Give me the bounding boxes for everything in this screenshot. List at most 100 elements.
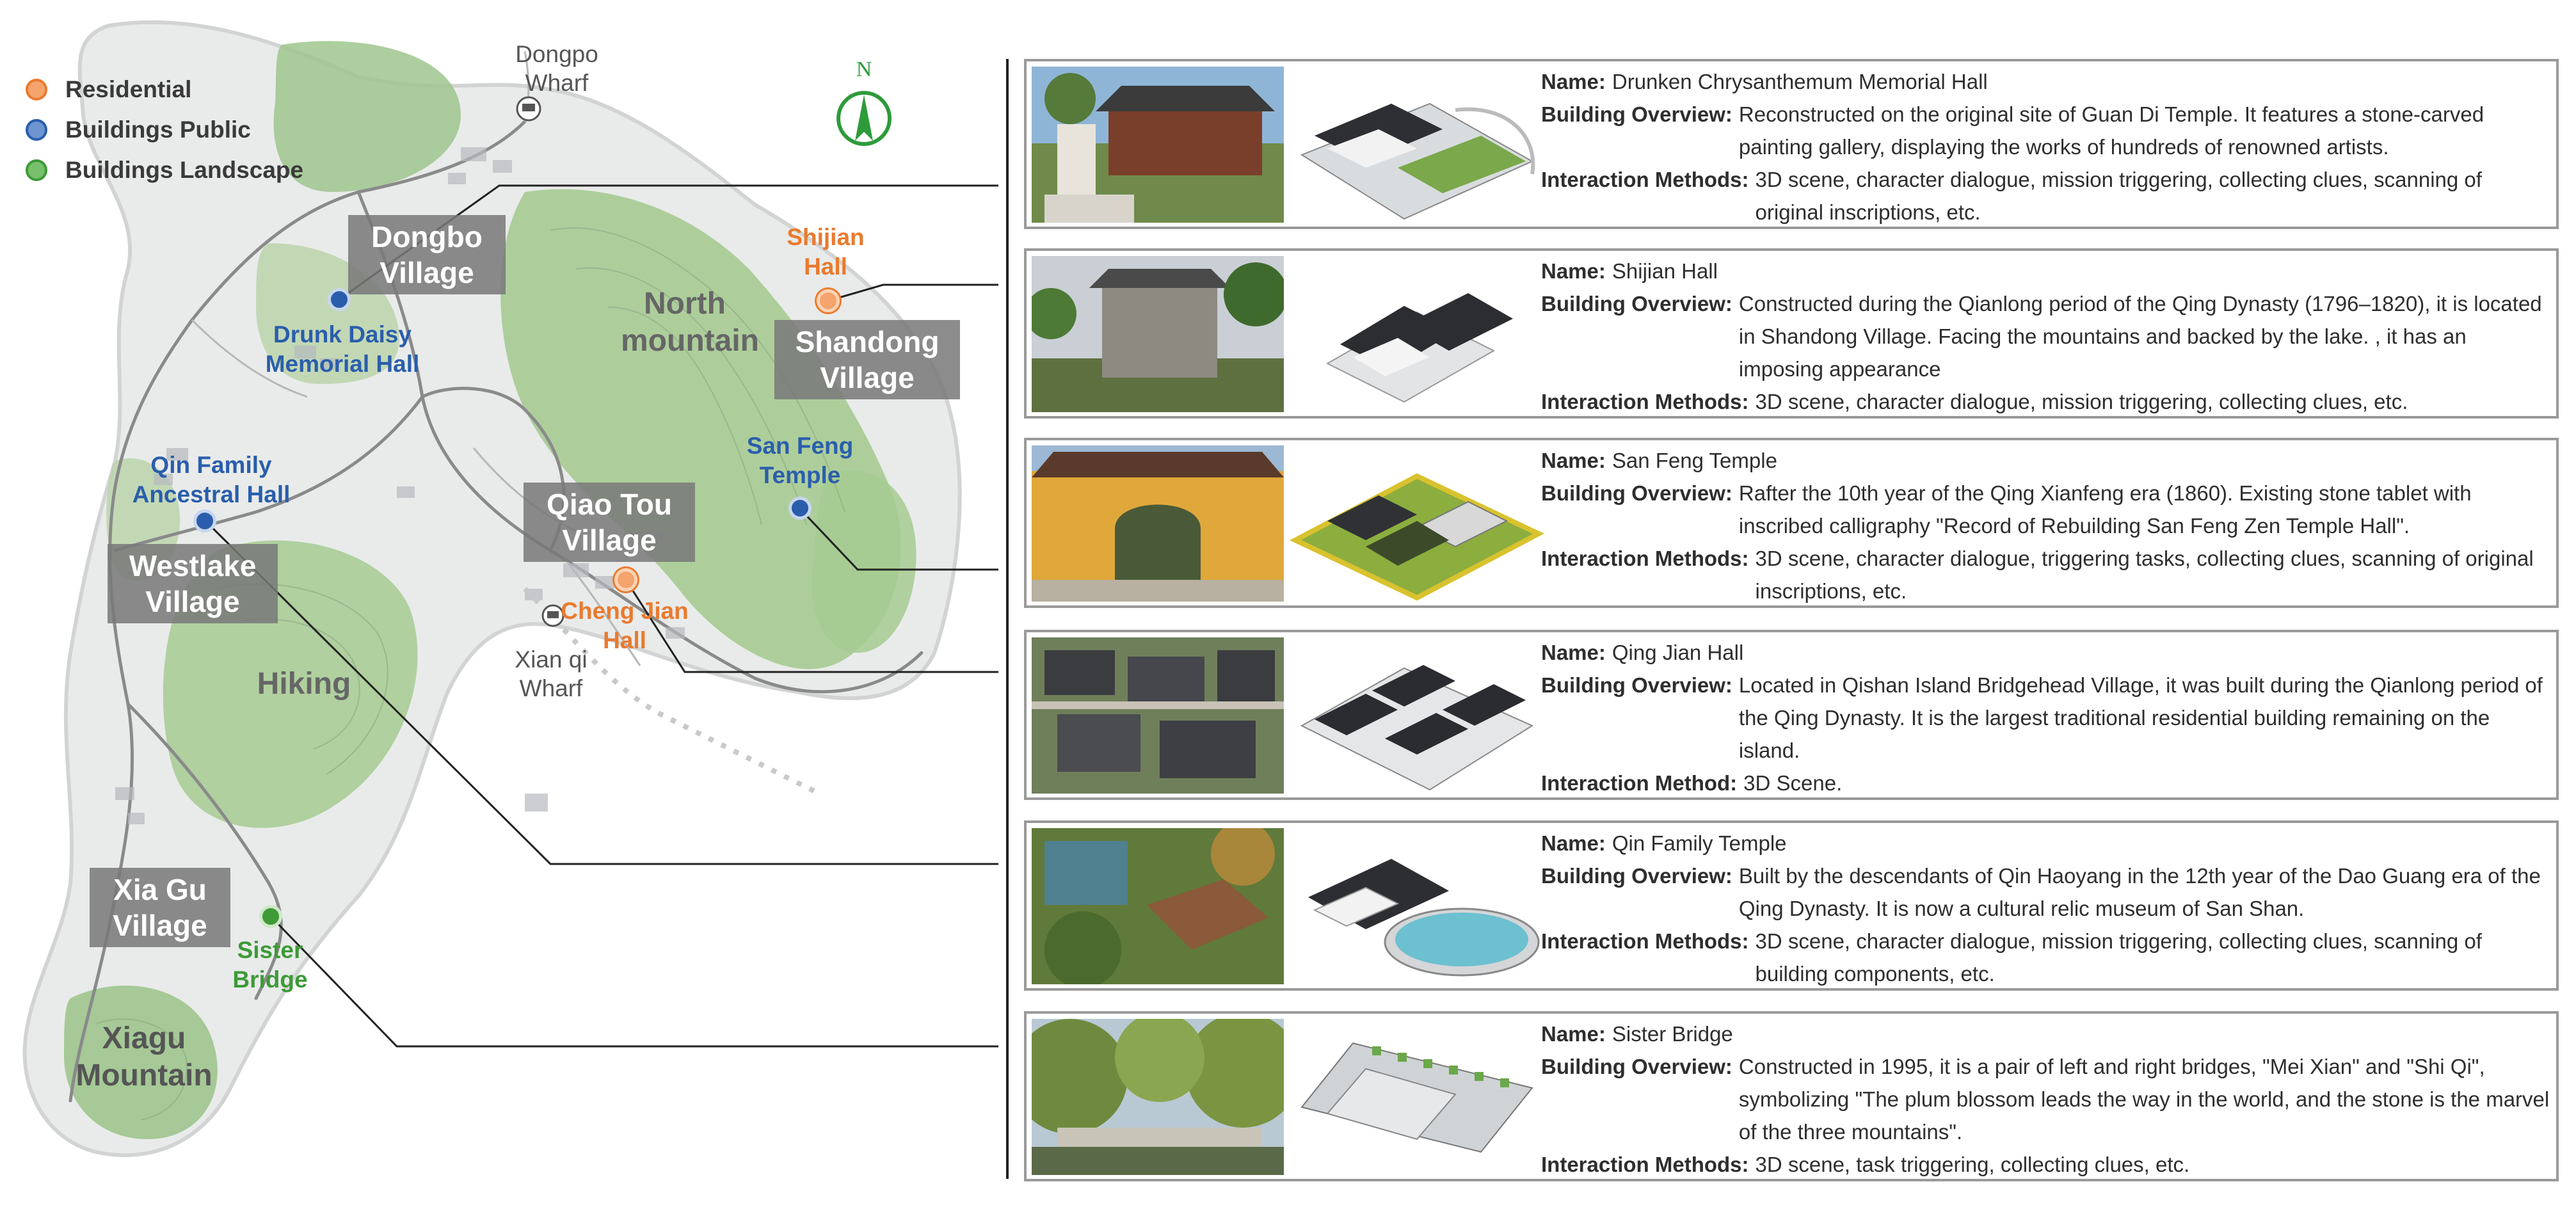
interaction-methods: 3D scene, task triggering, collecting cl… xyxy=(1755,1153,2190,1176)
connector-2 xyxy=(828,284,998,302)
building-info: Name:Sister Bridge Building Overview: Con… xyxy=(1541,1018,2552,1181)
legend-label: Residential xyxy=(65,76,192,102)
building-name: Sister Bridge xyxy=(1612,1022,1733,1046)
building-card-shijian: Name:Shijian Hall Building Overview:Cons… xyxy=(1024,248,2559,419)
residential-dot-icon xyxy=(26,78,47,100)
overview-label: Building Overview: xyxy=(1541,102,1732,126)
interaction-label: Interaction Methods: xyxy=(1541,168,1749,191)
village-label-westlake: Westlake Village xyxy=(108,544,278,623)
interaction-label: Interaction Methods: xyxy=(1541,390,1749,413)
name-label: Name: xyxy=(1541,641,1606,664)
building-3d-render xyxy=(1289,444,1545,603)
hill-right-lobe xyxy=(812,470,916,653)
interaction-methods: 3D scene, character dialogue, mission tr… xyxy=(1755,929,2482,986)
building-info: Name: San Feng Temple Building Overview:R… xyxy=(1541,444,2552,607)
name-label: Name: xyxy=(1541,1022,1606,1046)
building-info: Name: Qing Jian Hall Building Overview:Lo… xyxy=(1541,636,2552,799)
overview-label: Building Overview: xyxy=(1541,481,1732,505)
interaction-methods: 3D scene, character dialogue, mission tr… xyxy=(1755,390,2408,413)
building-overview: Reconstructed on the original site of Gu… xyxy=(1738,102,2484,159)
interaction-methods: 3D Scene. xyxy=(1743,771,1843,795)
legend-label: Buildings Public xyxy=(65,116,251,143)
building-name: Shijian Hall xyxy=(1612,259,1718,283)
connector-6 xyxy=(269,915,998,1048)
mountain-label-north: North mountain xyxy=(621,287,759,358)
connector-4 xyxy=(625,579,998,673)
wharf-icon-xianqi xyxy=(541,604,564,627)
legend-item-residential: Residential xyxy=(26,69,303,109)
building-label-qin-family: Qin Family Ancestral Hall xyxy=(132,452,291,508)
building-3d-render xyxy=(1289,827,1545,986)
building-name: San Feng Temple xyxy=(1612,449,1777,472)
interaction-label: Interaction Methods: xyxy=(1541,547,1749,570)
building-card-san-feng: Name: San Feng Temple Building Overview:R… xyxy=(1024,438,2559,608)
building-photo xyxy=(1032,828,1284,984)
wharf-label-dongpo: Dongpo Wharf xyxy=(515,41,598,96)
interaction-label: Interaction Methods: xyxy=(1541,1153,1749,1176)
building-photo xyxy=(1032,1019,1284,1175)
legend-item-public: Buildings Public xyxy=(26,109,303,150)
village-label-qiaotou: Qiao Tou Village xyxy=(524,483,695,562)
building-clusters xyxy=(115,147,685,824)
public-marker[interactable] xyxy=(328,288,351,311)
interaction-label: Interaction Methods: xyxy=(1541,929,1749,953)
landscape-dot-icon xyxy=(26,159,47,181)
building-label-san-feng: San Feng Temple xyxy=(746,433,854,488)
interaction-label: Interaction Method: xyxy=(1541,771,1738,795)
building-photo xyxy=(1032,67,1284,223)
building-card-qing-jian: Name: Qing Jian Hall Building Overview:Lo… xyxy=(1024,630,2559,800)
name-label: Name: xyxy=(1541,449,1606,472)
building-label-shijian: Shijian Hall xyxy=(787,224,865,280)
overview-label: Building Overview: xyxy=(1541,1055,1732,1078)
public-marker[interactable] xyxy=(193,509,216,532)
building-card-drunken-chrysanthemum: Name:Drunken Chrysanthemum Memorial Hall… xyxy=(1024,59,2559,229)
overview-label: Building Overview: xyxy=(1541,864,1732,888)
building-overview: Located in Qishan Island Bridgehead Vill… xyxy=(1738,673,2543,762)
public-dot-icon xyxy=(26,118,47,141)
building-overview: Constructed in 1995, it is a pair of lef… xyxy=(1738,1055,2550,1144)
mountain-label-hiking: Hiking xyxy=(257,667,351,701)
building-overview: Rafter the 10th year of the Qing Xianfen… xyxy=(1738,481,2472,538)
legend: Residential Buildings Public Buildings L… xyxy=(26,69,303,190)
building-label-cheng-jian: Cheng Jian Hall xyxy=(561,598,689,653)
building-photo xyxy=(1032,637,1284,794)
compass-icon xyxy=(836,91,892,146)
wharf-label-xianqi: Xian qi Wharf xyxy=(515,646,588,701)
building-name: Qing Jian Hall xyxy=(1612,641,1744,664)
interaction-methods: 3D scene, character dialogue, triggering… xyxy=(1755,547,2534,603)
building-photo xyxy=(1032,445,1284,602)
building-overview: Built by the descendants of Qin Haoyang … xyxy=(1738,864,2541,920)
residential-marker[interactable] xyxy=(817,289,840,312)
mountain-label-xiagu: Xiagu Mountain xyxy=(76,1021,212,1092)
building-overview: Constructed during the Qianlong period o… xyxy=(1738,292,2542,381)
public-marker[interactable] xyxy=(788,497,812,520)
legend-item-landscape: Buildings Landscape xyxy=(26,150,303,190)
village-label-shandong: Shandong Village xyxy=(774,320,960,399)
building-3d-render xyxy=(1289,636,1545,795)
building-info: Name:Drunken Chrysanthemum Memorial Hall… xyxy=(1541,65,2552,228)
connector-bar xyxy=(1006,59,1009,1179)
village-label-dongbo: Dongbo Village xyxy=(348,215,506,294)
hill-northwest xyxy=(273,41,461,193)
building-info: Name:Shijian Hall Building Overview:Cons… xyxy=(1541,255,2552,418)
legend-label: Buildings Landscape xyxy=(65,156,304,183)
hill-xiagu-mountain xyxy=(64,986,218,1139)
overview-label: Building Overview: xyxy=(1541,673,1732,697)
north-label: N xyxy=(856,58,872,81)
building-label-sister-bridge: Sister Bridge xyxy=(232,937,308,993)
residential-marker[interactable] xyxy=(614,568,637,591)
building-card-qin-family: Name:Qin Family Temple Building Overview… xyxy=(1024,820,2559,991)
building-photo xyxy=(1032,256,1284,412)
name-label: Name: xyxy=(1541,831,1606,855)
building-card-sister-bridge: Name:Sister Bridge Building Overview: Con… xyxy=(1024,1011,2559,1181)
connector-5 xyxy=(204,519,998,865)
overview-label: Building Overview: xyxy=(1541,292,1732,316)
hill-north-mountain xyxy=(500,189,901,669)
landscape-marker[interactable] xyxy=(259,905,282,928)
island-map xyxy=(22,20,998,1158)
building-3d-render xyxy=(1289,65,1545,224)
building-3d-render xyxy=(1289,1018,1545,1176)
name-label: Name: xyxy=(1541,259,1606,283)
wharf-icon-dongpo xyxy=(516,96,541,122)
